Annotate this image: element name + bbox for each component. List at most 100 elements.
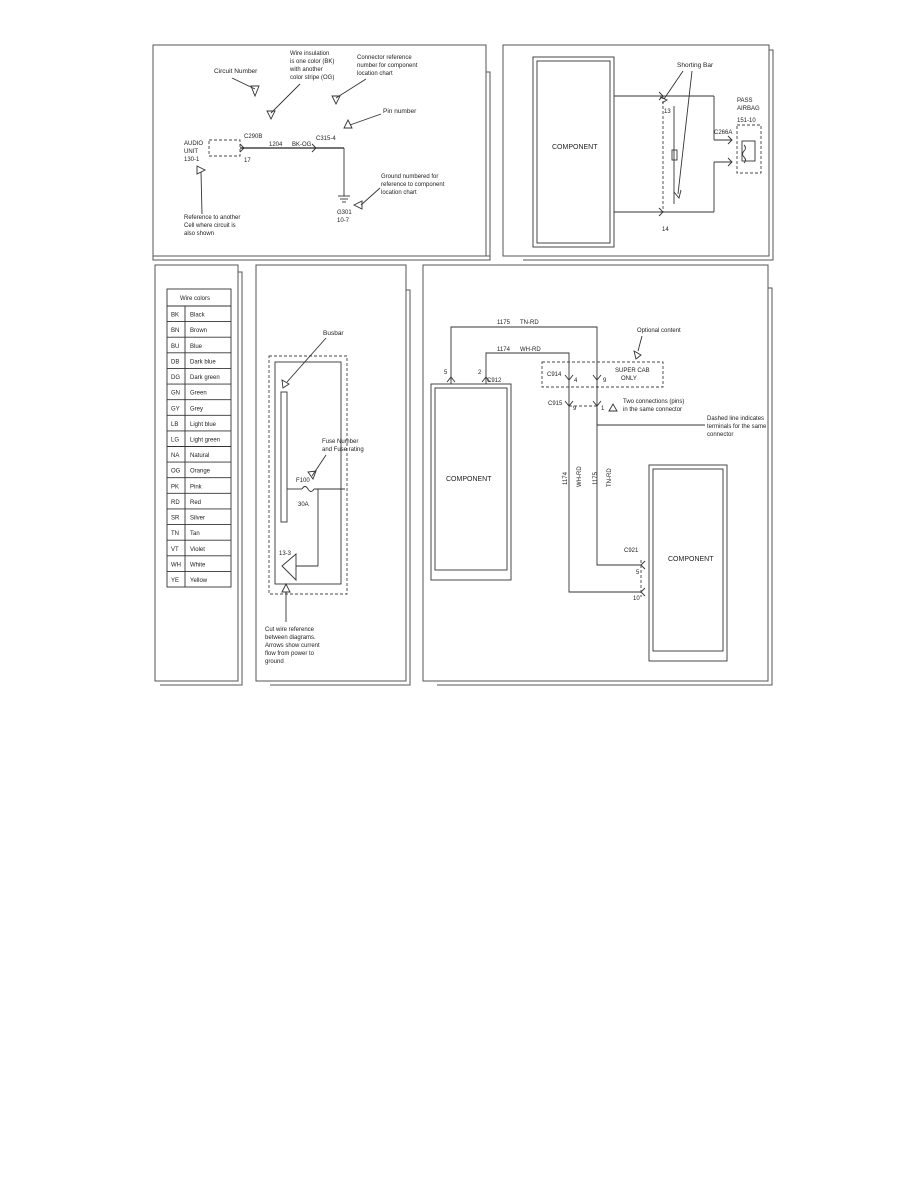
device-name-1: PASS: [737, 98, 753, 104]
cut-label-4: flow from power to: [265, 651, 315, 657]
wire-color-name: Dark green: [190, 375, 220, 381]
wire-color-code: DB: [171, 359, 179, 365]
panel-frame: [255, 264, 407, 682]
dashed-label-2: terminals for the same: [707, 424, 767, 430]
wire-color-code: RD: [171, 500, 180, 506]
wire-color-code: GY: [171, 406, 180, 412]
cut-label-2: between diagrams.: [265, 635, 316, 641]
wire-color-code: BN: [171, 328, 179, 334]
wire-color-code: BU: [171, 344, 179, 350]
busbar: [280, 391, 288, 523]
two-conn-label-2: in the same connector: [623, 407, 682, 413]
wire-color-name: Silver: [190, 516, 205, 522]
vert-a-circuit: 1174: [563, 471, 569, 485]
pointer-triangle: [633, 350, 642, 360]
pointer-arrow: [659, 96, 668, 104]
panel-frame: [154, 264, 239, 682]
opt-pin-a: 4: [574, 378, 578, 384]
opt-pin-b: 9: [603, 378, 607, 384]
ground-label-1: Ground numbered for: [381, 174, 438, 180]
two-conn-label-1: Two connections (pins): [623, 399, 684, 405]
wire-color-code: LG: [171, 438, 179, 444]
opt-text-2: ONLY: [621, 376, 637, 382]
wire-color-code: SR: [171, 516, 180, 522]
component-label: COMPONENT: [552, 144, 598, 151]
wire-color-name: Yellow: [190, 578, 208, 584]
connector-reference-label-3: location chart: [357, 71, 393, 77]
vert-b-circuit: 1175: [593, 471, 599, 485]
panel-fuse-busbar: Busbar Fuse Number and Fuse rating F100 …: [255, 264, 411, 686]
wire-1174: [485, 352, 570, 384]
wire-insulation-label-2: is one color (BK): [290, 59, 334, 65]
wire-color-name: Orange: [190, 469, 211, 475]
wire-color-name: Dark blue: [190, 359, 216, 365]
optional-label: Optional content: [637, 328, 681, 334]
panel-connectors: COMPONENT 5 2 C912 1175 TN-RD 1174 WH-RD…: [422, 264, 773, 686]
right-pin-b: 10: [633, 596, 640, 602]
wire-color-name: Black: [190, 313, 206, 319]
wire-color-name: Tan: [190, 531, 200, 537]
pin-bottom: 14: [662, 227, 669, 233]
wire-color-name: Light green: [190, 438, 220, 444]
connector2-label: C315-4: [316, 136, 336, 142]
connector-reference-label-1: Connector reference: [357, 55, 412, 61]
wire-insulation-label-4: color stripe (OG): [290, 75, 334, 81]
wire-color-code: DG: [171, 375, 180, 381]
wire-color-code: TN: [171, 531, 179, 537]
right-pin-a: 5: [636, 570, 640, 576]
pointer-triangle: [281, 379, 290, 389]
wire-colors-title: Wire colors: [180, 296, 210, 302]
wire-insulation-label-1: Wire insulation: [290, 51, 329, 57]
fuse-label-1: Fuse Number: [322, 439, 358, 445]
wire-color-name: Blue: [190, 344, 203, 350]
panel-shorting-bar: COMPONENT Shorting Bar 13 14 C266A PASS …: [502, 44, 774, 261]
left-connector: C912: [487, 378, 502, 384]
c915-label: C915: [548, 401, 563, 407]
pointer-triangle: [608, 403, 618, 412]
panel-frame: [152, 44, 487, 257]
wire-color-code: VT: [171, 547, 179, 553]
device-ref: 151-10: [737, 118, 756, 124]
wire-color-name: White: [190, 562, 206, 568]
cut-label-5: ground: [265, 659, 284, 665]
wire-color-name: Natural: [190, 453, 209, 459]
pointer-triangle: [307, 470, 317, 480]
device-name-2: AIRBAG: [737, 106, 760, 112]
fuse-label-2: and Fuse rating: [322, 447, 364, 453]
pointer-triangle: [266, 110, 276, 121]
pointer-arrow: [673, 189, 682, 199]
component-box: [532, 56, 615, 248]
wire-color-code: BK: [171, 313, 179, 319]
pointer-triangle: [352, 200, 363, 210]
panel-frame: [502, 44, 770, 257]
pointer-triangle: [250, 85, 260, 98]
connector-reference-label-2: number for component: [357, 63, 418, 69]
wire-color: BK-OG: [292, 142, 312, 148]
c915-pin-b: 1: [601, 406, 605, 412]
wire-color-name: Brown: [190, 328, 207, 334]
wire-color-code: OG: [171, 469, 181, 475]
wire-top-circuit: 1175: [497, 320, 511, 326]
c915-pin-a: 9: [573, 406, 577, 412]
wire-top-color: TN-RD: [520, 320, 539, 326]
pin-top: 13: [664, 109, 671, 115]
pointer-triangle: [343, 118, 353, 129]
connector-pin: 17: [244, 158, 251, 164]
ground-label-3: location chart: [381, 190, 417, 196]
component-name-2: UNIT: [184, 149, 198, 155]
circuit-number: 1204: [269, 142, 283, 148]
wire-1174-vertical: [568, 384, 641, 593]
fuse-block-outline: [268, 355, 348, 595]
fuse-number: F100: [296, 478, 310, 484]
reference-label-2: Cell where circuit is: [184, 223, 236, 229]
wire-1175-vertical: [596, 384, 641, 566]
cut-label-1: Cut wire reference: [265, 627, 315, 633]
circuit-number-label: Circuit Number: [214, 68, 258, 75]
wire-color-code: NA: [171, 453, 179, 459]
shorting-bar-label: Shorting Bar: [677, 62, 714, 69]
dashed-label-1: Dashed line indicates: [707, 416, 764, 422]
connector-label: C266A: [714, 130, 732, 136]
pointer-triangle: [331, 95, 341, 106]
